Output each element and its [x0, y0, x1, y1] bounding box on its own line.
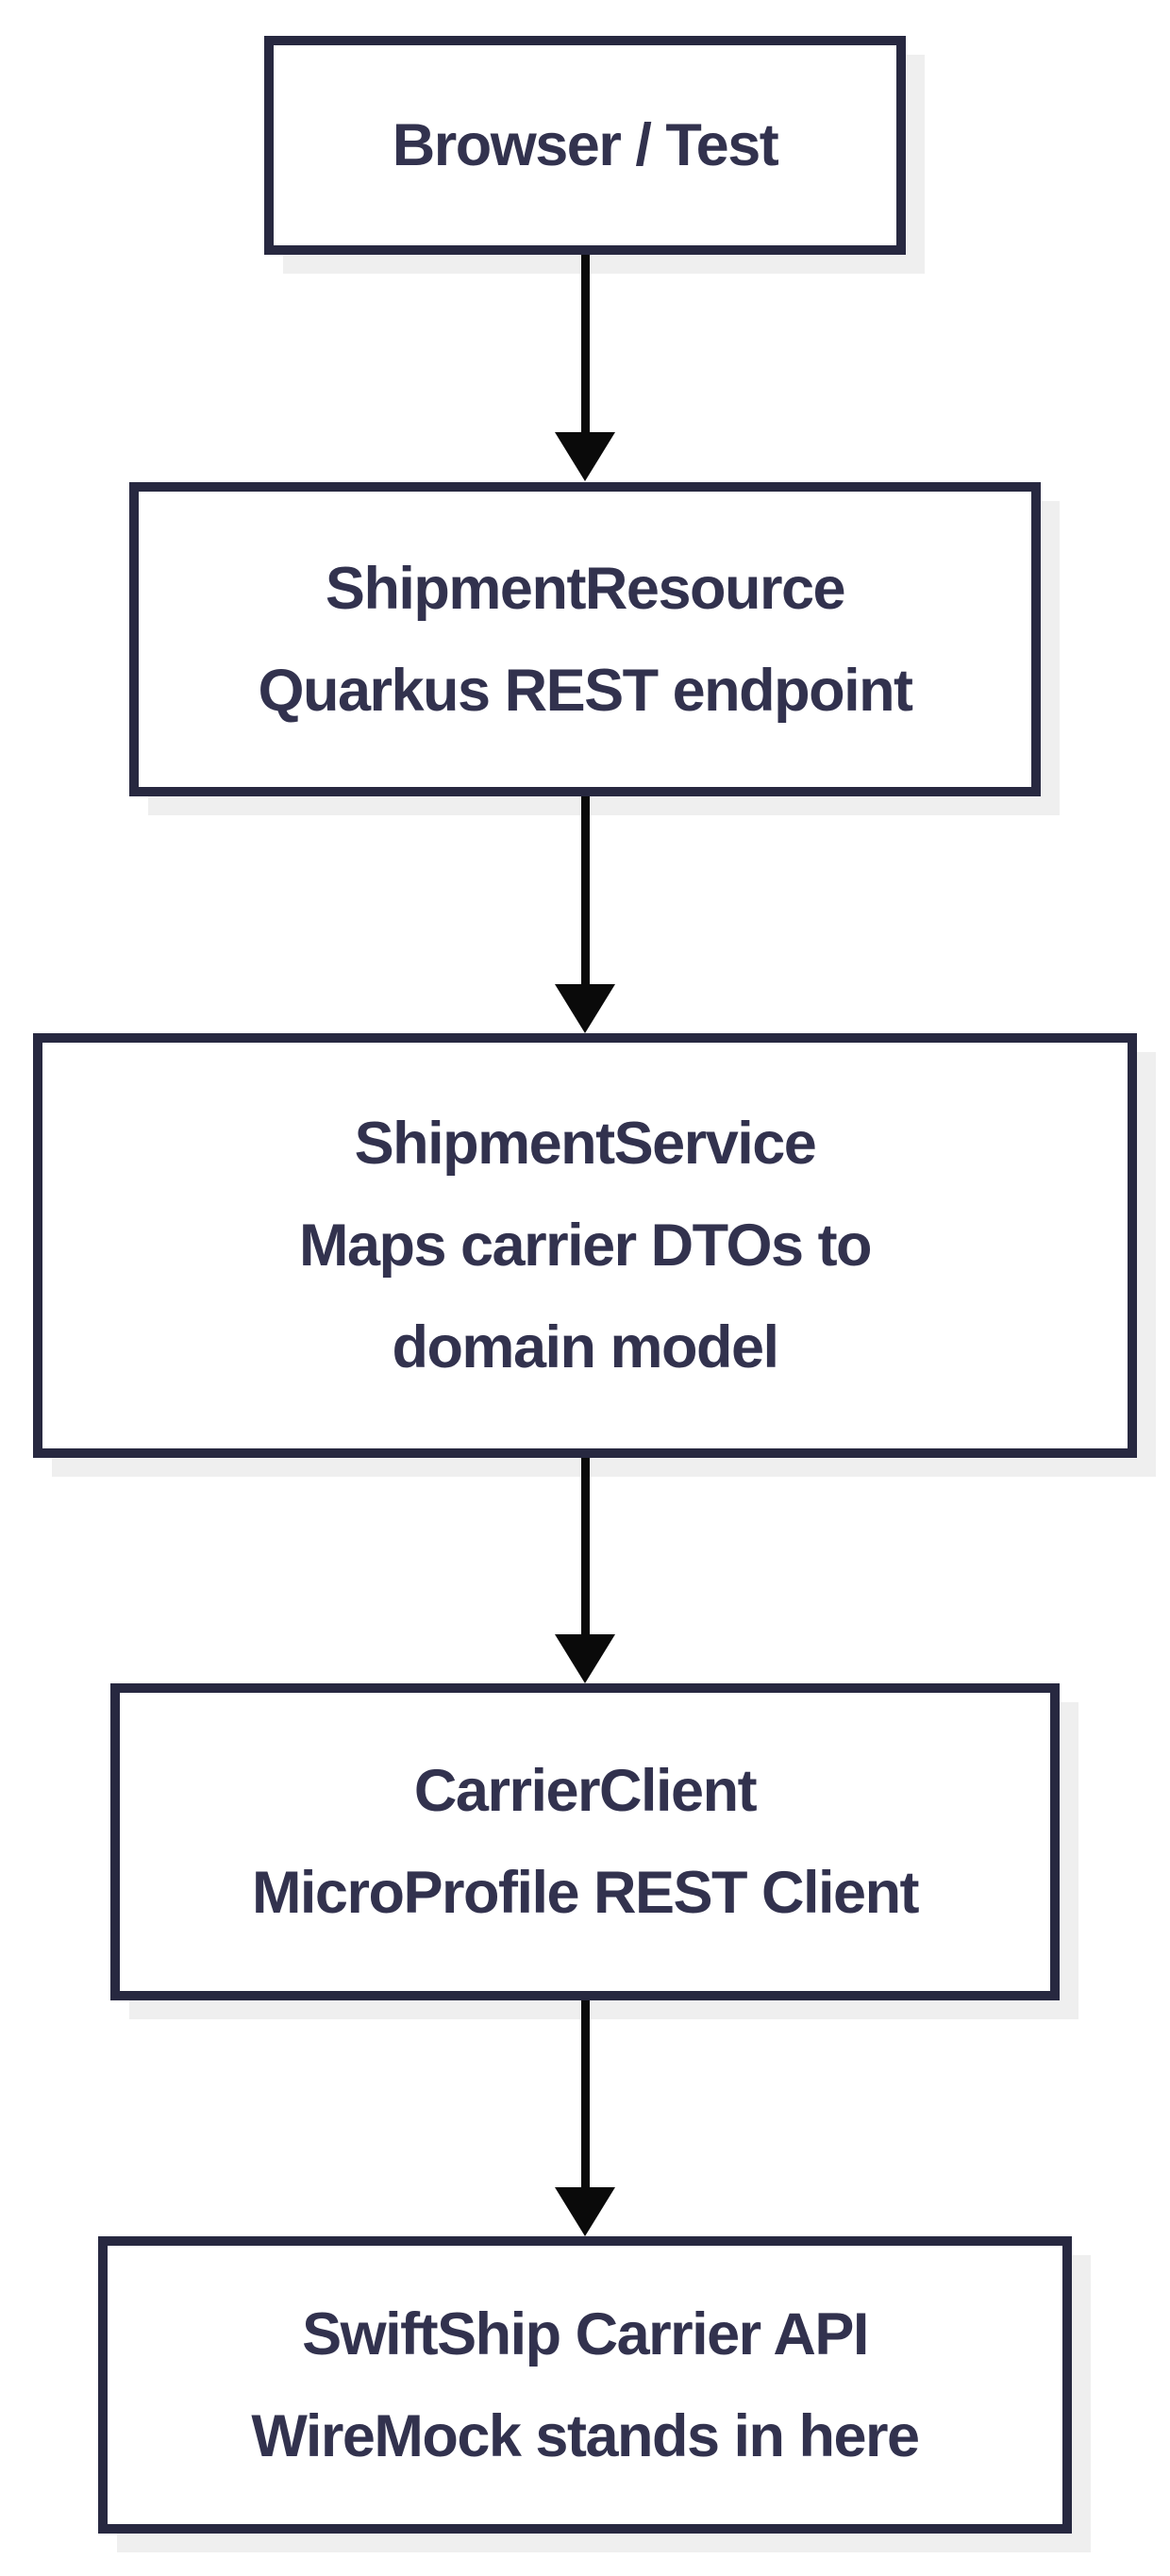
node-label-line: SwiftShip Carrier API — [302, 2300, 869, 2367]
node-label-line: domain model — [392, 1314, 779, 1380]
node-shipment-service: ShipmentService Maps carrier DTOs to dom… — [33, 1033, 1137, 1458]
node-carrier-client: CarrierClient MicroProfile REST Client — [110, 1683, 1060, 2000]
node-label-line: Quarkus REST endpoint — [258, 657, 913, 724]
arrow-shaft — [580, 1458, 590, 1634]
arrow-head-icon — [555, 432, 615, 481]
node-label-line: ShipmentResource — [325, 555, 846, 622]
arrow-shaft — [580, 255, 590, 432]
arrow-head-icon — [555, 984, 615, 1033]
arrow-head-icon — [555, 2187, 615, 2236]
arrow-client-to-swiftship — [555, 2000, 615, 2236]
arrow-browser-to-resource — [555, 255, 615, 481]
arrow-resource-to-service — [555, 796, 615, 1033]
arrow-head-icon — [555, 1634, 615, 1683]
arrow-shaft — [580, 2000, 590, 2187]
arrow-shaft — [580, 796, 590, 984]
node-browser-test: Browser / Test — [264, 36, 906, 255]
node-label-line: ShipmentService — [354, 1111, 817, 1177]
node-label-line: Maps carrier DTOs to — [298, 1213, 873, 1279]
node-label-line: MicroProfile REST Client — [251, 1860, 920, 1926]
node-shipment-resource: ShipmentResource Quarkus REST endpoint — [129, 482, 1041, 796]
arrow-service-to-client — [555, 1458, 615, 1683]
node-label-line: WireMock stands in here — [251, 2402, 920, 2469]
node-swiftship-carrier-api: SwiftShip Carrier API WireMock stands in… — [98, 2236, 1072, 2534]
node-label-line: Browser / Test — [392, 112, 779, 178]
node-label-line: CarrierClient — [413, 1758, 758, 1824]
